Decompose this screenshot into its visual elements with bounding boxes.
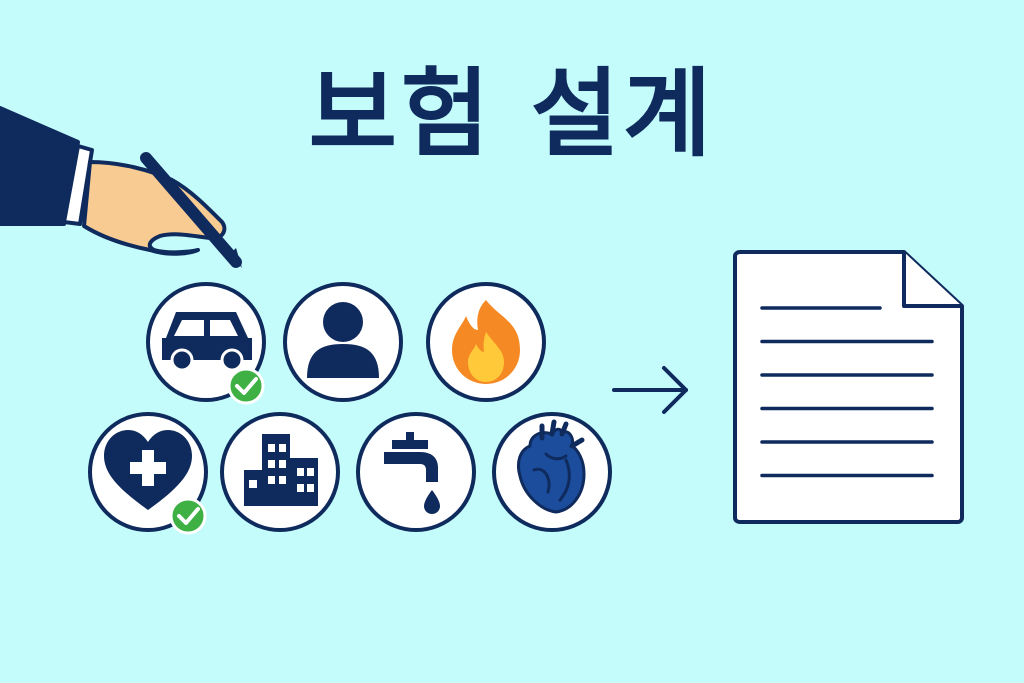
fire-icon xyxy=(452,300,520,384)
property-insurance-option[interactable] xyxy=(220,412,340,532)
hand xyxy=(82,160,227,256)
check-badge-icon xyxy=(227,367,265,405)
health-heart-icon xyxy=(104,430,192,510)
document-icon xyxy=(733,250,964,524)
car-insurance-option[interactable] xyxy=(146,282,266,405)
building-icon xyxy=(244,434,318,506)
person-icon xyxy=(307,302,379,378)
anatomical-heart-icon xyxy=(516,419,586,514)
water-damage-insurance-option[interactable] xyxy=(356,412,476,532)
health-insurance-option[interactable] xyxy=(88,412,208,535)
critical-illness-insurance-option[interactable] xyxy=(492,412,612,532)
car-icon xyxy=(162,312,252,372)
shirt-cuff xyxy=(62,144,94,226)
pen xyxy=(140,152,242,268)
page-title: 보험 설계 xyxy=(308,58,716,170)
arrow-right-icon xyxy=(612,366,688,414)
water-faucet-icon xyxy=(384,432,440,514)
check-badge-icon xyxy=(169,497,207,535)
life-insurance-option[interactable] xyxy=(283,282,403,402)
hand-writing-icon xyxy=(0,106,242,268)
fire-insurance-option[interactable] xyxy=(426,282,546,402)
pen-tip xyxy=(230,248,242,268)
document-lines xyxy=(760,306,934,478)
